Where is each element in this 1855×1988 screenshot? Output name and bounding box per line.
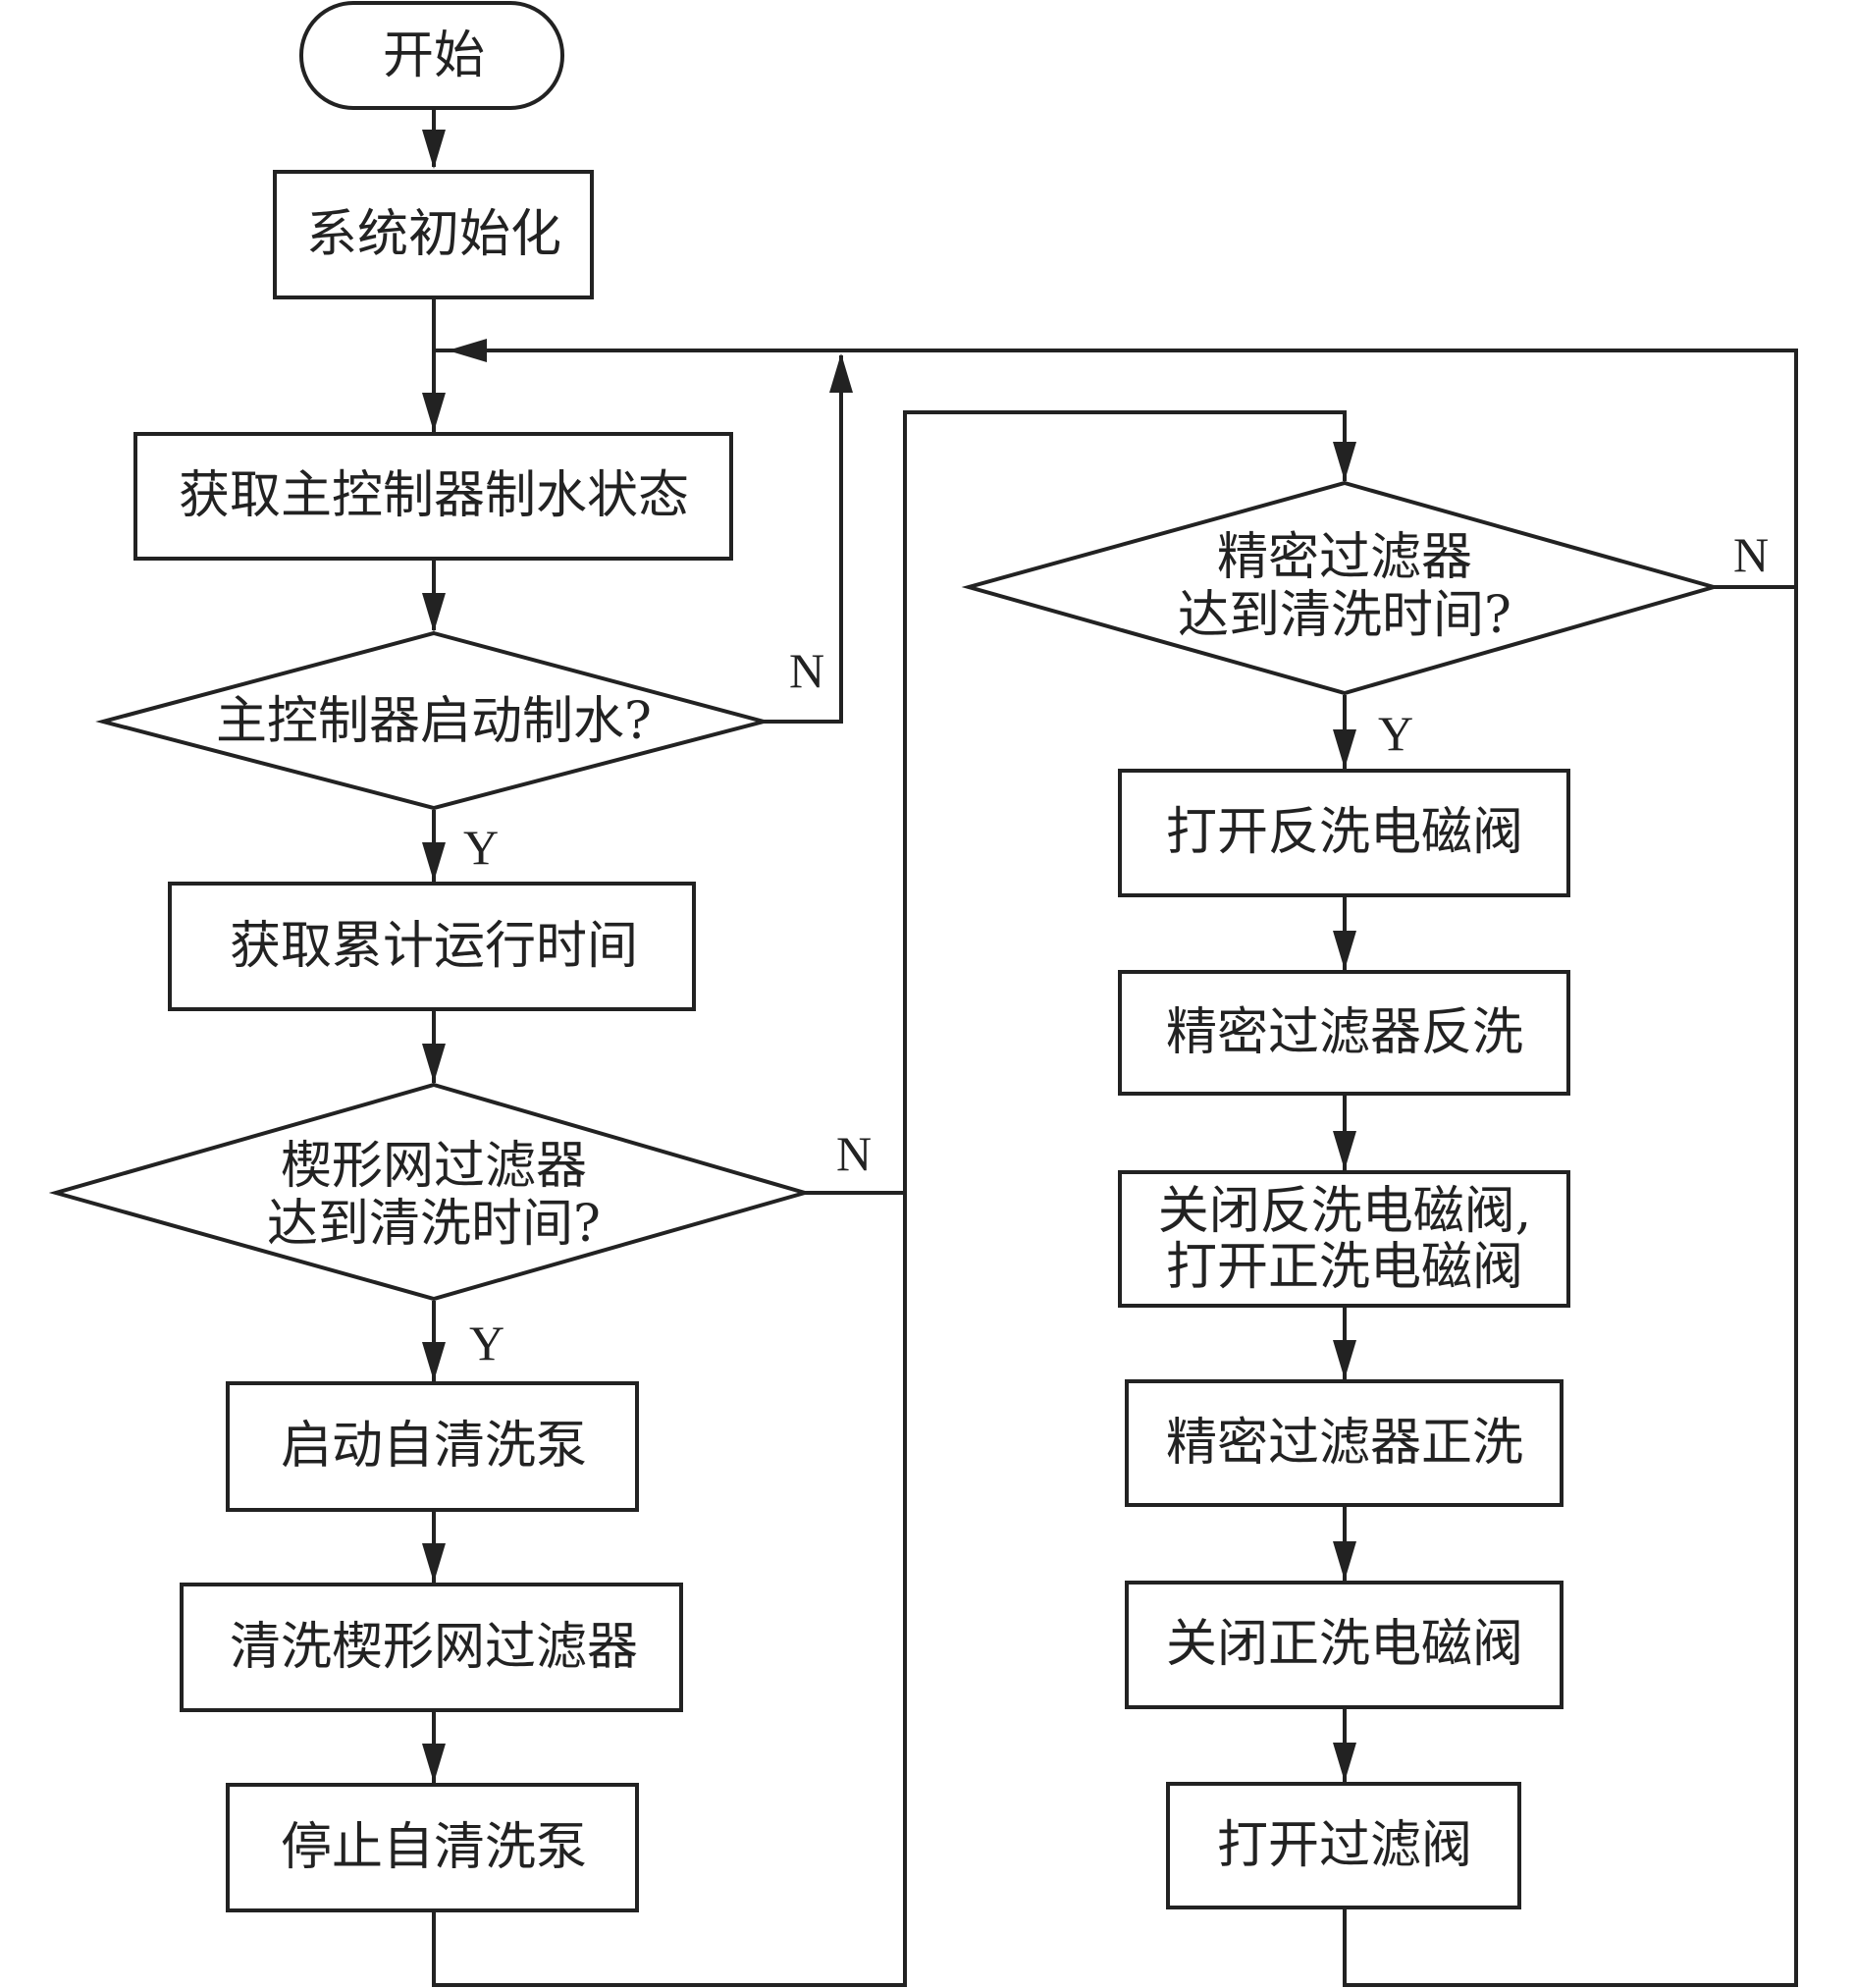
node-back-wash: 精密过滤器反洗: [1118, 970, 1570, 1096]
arrowhead: [422, 1342, 446, 1381]
arrowhead: [1333, 931, 1356, 970]
decision-wedge-line2: 达到清洗时间?: [267, 1195, 601, 1254]
decision-precise-line2: 达到清洗时间?: [1178, 586, 1511, 645]
decision-precise-yes-label: Y: [1378, 706, 1413, 761]
arrowhead: [829, 353, 853, 393]
forward-wash-label: 精密过滤器正洗: [1166, 1414, 1523, 1473]
node-start-pump: 启动自清洗泵: [226, 1381, 639, 1512]
node-get-runtime: 获取累计运行时间: [168, 882, 696, 1011]
node-init: 系统初始化: [273, 170, 594, 299]
decision-precise: 精密过滤器 达到清洗时间?: [961, 480, 1722, 696]
arrowhead: [422, 130, 446, 169]
arrowhead: [1333, 1743, 1356, 1782]
decision-precise-no-label: N: [1733, 527, 1769, 582]
arrowhead: [448, 339, 487, 362]
node-start: 开始: [299, 1, 564, 110]
stop-pump-label: 停止自清洗泵: [281, 1818, 587, 1877]
get-runtime-label: 获取累计运行时间: [230, 917, 638, 976]
node-switch-valve: 关闭反洗电磁阀, 打开正洗电磁阀: [1118, 1170, 1570, 1308]
start-label: 开始: [383, 27, 485, 85]
open-back-valve-label: 打开反洗电磁阀: [1166, 803, 1523, 862]
arrowhead: [1333, 1541, 1356, 1581]
switch-valve-line1: 关闭反洗电磁阀,: [1158, 1182, 1532, 1241]
node-forward-wash: 精密过滤器正洗: [1125, 1379, 1564, 1507]
arrowhead: [422, 1044, 446, 1083]
init-label: 系统初始化: [306, 205, 561, 264]
decision-wedge-no-label: N: [836, 1126, 872, 1181]
node-stop-pump: 停止自清洗泵: [226, 1783, 639, 1912]
switch-valve-line2: 打开正洗电磁阀: [1166, 1238, 1523, 1297]
decision-start-no-label: N: [789, 643, 824, 698]
node-get-state: 获取主控制器制水状态: [133, 432, 733, 561]
edge-return-loop: [434, 349, 1798, 1987]
decision-precise-line1: 精密过滤器: [1217, 528, 1472, 587]
node-close-forward-valve: 关闭正洗电磁阀: [1125, 1581, 1564, 1709]
arrowhead: [422, 842, 446, 882]
node-open-back-valve: 打开反洗电磁阀: [1118, 769, 1570, 897]
get-state-label: 获取主控制器制水状态: [179, 466, 689, 525]
branch-labels: N Y N Y N Y: [463, 527, 1769, 1370]
arrowheads: [422, 130, 1356, 1783]
start-pump-label: 启动自清洗泵: [281, 1417, 587, 1476]
edge-stop-to-precise: [432, 410, 1347, 1987]
decision-wedge: 楔形网过滤器 达到清洗时间?: [48, 1082, 813, 1302]
edge-decision1-no: [764, 355, 843, 724]
arrowhead: [422, 1543, 446, 1583]
arrowhead: [1333, 1131, 1356, 1170]
node-open-filter-valve: 打开过滤阀: [1166, 1782, 1521, 1909]
arrowhead: [422, 1744, 446, 1783]
decision-wedge-yes-label: Y: [469, 1316, 504, 1370]
decision-start-label: 主控制器启动制水?: [216, 692, 652, 751]
arrowhead: [422, 593, 446, 632]
decision-start-yes-label: Y: [463, 820, 499, 875]
arrowhead: [422, 393, 446, 432]
back-wash-label: 精密过滤器反洗: [1166, 1003, 1523, 1062]
clean-wedge-label: 清洗楔形网过滤器: [230, 1618, 638, 1677]
open-filter-valve-label: 打开过滤阀: [1217, 1816, 1472, 1875]
close-forward-valve-label: 关闭正洗电磁阀: [1166, 1615, 1523, 1674]
decision-wedge-line1: 楔形网过滤器: [281, 1137, 587, 1196]
arrowhead: [1333, 442, 1356, 481]
arrowhead: [1333, 1340, 1356, 1379]
node-clean-wedge: 清洗楔形网过滤器: [180, 1583, 683, 1712]
decision-start: 主控制器启动制水?: [95, 630, 771, 811]
arrowhead: [1333, 729, 1356, 769]
